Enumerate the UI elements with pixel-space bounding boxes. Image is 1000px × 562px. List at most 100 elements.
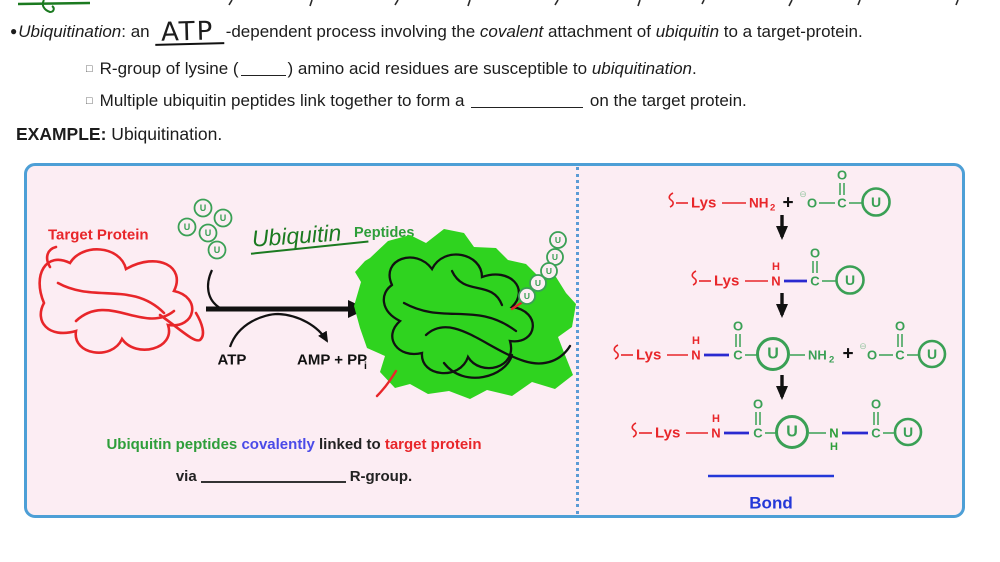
hydrogen-label-green: H	[830, 441, 838, 453]
caption-via: via	[175, 468, 197, 485]
square-bullet-icon: □	[86, 63, 93, 75]
caption-ubiquitin-peptides: Ubiquitin peptides	[106, 436, 238, 453]
peptide-squiggle	[613, 344, 619, 360]
nh2-subscript-green: 2	[829, 355, 834, 366]
lys-label: Lys	[691, 195, 716, 212]
example-line: EXAMPLE: Ubiquitination.	[16, 124, 222, 145]
ubiquitin-u-letter: U	[205, 228, 212, 238]
minus-charge-icon: ⊖	[799, 189, 807, 199]
oxygen-label: O	[753, 397, 763, 412]
chain-u-letter: U	[535, 278, 541, 288]
sub1-post: ) amino acid residues are susceptible to	[287, 59, 592, 78]
bond-label: Bond	[749, 494, 792, 513]
ubiquitin-entry-curve	[206, 269, 221, 309]
green-descender-fragment	[41, 0, 55, 14]
example-label: EXAMPLE:	[16, 124, 107, 144]
lys-label: Lys	[655, 425, 680, 442]
sub2-pre: Multiple ubiquitin peptides link togethe…	[99, 91, 470, 110]
term-ubiquitination: Ubiquitination	[18, 22, 122, 41]
fill-in-blank-rgroup	[200, 466, 346, 483]
peptide-squiggle	[631, 422, 637, 438]
chain-u-letter: U	[552, 252, 558, 262]
text-ubiquitin: ubiquitin	[655, 22, 720, 41]
amp-ppi-label: AMP + PP	[297, 352, 367, 369]
carbon-label: C	[753, 426, 763, 441]
plus-sign: +	[782, 193, 793, 214]
text-after-term: : an	[121, 22, 155, 41]
target-protein-label: Target Protein	[48, 227, 149, 244]
reaction-row-2: Lys N H C O U	[691, 246, 865, 295]
isopeptide-bond-scheme: Lys NH 2 + ⊖ O C O U Lys N H C O U	[613, 168, 947, 513]
carbon-label: C	[810, 274, 820, 289]
ubiquitin-circle-large	[775, 415, 809, 449]
ubiquitin-circle-large	[756, 337, 790, 371]
main-bullet-line: ●Ubiquitination: an ATP-dependent proces…	[10, 16, 863, 47]
ubiquitin-u-letter: U	[845, 272, 855, 288]
handwritten-atp-answer: ATP	[155, 16, 225, 48]
ubiquitin-circle	[861, 187, 891, 217]
chain-u-letter: U	[546, 266, 552, 276]
chain-u-letter: U	[524, 291, 530, 301]
caption-rgroup: R-group.	[349, 468, 413, 485]
carbon-label: C	[837, 196, 847, 211]
atp-label: ATP	[218, 352, 247, 369]
attached-ubiquitin-chain: U U U U U	[518, 231, 567, 305]
oxygen-label: O	[733, 319, 743, 334]
cropped-previous-line-fragments	[17, 0, 959, 14]
fill-in-blank-lysine	[240, 61, 286, 76]
text-seg3: to a target-protein.	[719, 22, 863, 41]
text-seg1: -dependent process involving the	[225, 22, 480, 41]
bullet-icon: ●	[10, 24, 18, 38]
ubiquitin-u-letter: U	[786, 424, 798, 441]
sub1-ubiquitination: ubiquitination	[591, 59, 693, 78]
ubiquitin-u-letter: U	[200, 203, 207, 213]
square-bullet-icon: □	[86, 95, 93, 107]
ubiquitin-circle	[835, 265, 865, 295]
nitrogen-label: N	[711, 426, 720, 441]
oxygen-label: O	[895, 319, 905, 334]
ubiquitin-u-letter: U	[927, 346, 937, 362]
nh-label: NH	[749, 196, 769, 211]
ubiquitinated-protein-scribble	[382, 253, 572, 379]
panel-divider-dotted-line	[576, 167, 579, 514]
text-seg2: attachment of	[543, 22, 656, 41]
caption-linked-to: linked to	[314, 436, 385, 453]
target-protein-scribble	[38, 245, 205, 354]
peptide-squiggle	[668, 192, 674, 208]
black-text-fragments	[228, 0, 959, 7]
reaction-arrow-group	[206, 269, 367, 348]
nitrogen-label-green: N	[829, 426, 838, 441]
carbon-label: C	[871, 426, 881, 441]
example-text: Ubiquitination.	[106, 124, 223, 144]
ubiquitin-u-letter: U	[214, 245, 221, 255]
oxygen-label: O	[807, 196, 817, 211]
caption-line1: Ubiquitin peptides covalently linked to …	[24, 436, 564, 453]
oxygen-label: O	[837, 168, 847, 183]
sub1-end: .	[692, 59, 697, 78]
atp-amp-curve	[228, 312, 329, 348]
oxygen-label: O	[867, 348, 877, 363]
hydrogen-label: H	[772, 261, 780, 273]
text-covalent: covalent	[479, 22, 544, 41]
fill-in-blank-chain	[471, 93, 584, 108]
ubiquitin-u-letter: U	[184, 222, 191, 232]
sub1-pre: R-group of lysine (	[99, 59, 239, 78]
ubiquitination-process-drawing: Target Protein U U U U U Ubiquitin Pepti…	[38, 198, 576, 399]
peptides-label: Peptides	[354, 225, 414, 241]
peptide-squiggle	[691, 270, 697, 286]
reaction-row-3: Lys N H C O U NH 2 + ⊖ O C O U	[613, 319, 947, 371]
reaction-row-4: Lys N H C O U N H C O U	[631, 397, 923, 453]
handwritten-underline	[250, 240, 369, 255]
oxygen-label: O	[810, 246, 820, 261]
carbon-label: C	[733, 348, 743, 363]
ubiquitin-circle	[893, 417, 923, 447]
sub-bullet-lysine: □ R-group of lysine ( ) amino acid residue…	[86, 59, 697, 79]
ubiquitin-u-letter: U	[871, 194, 881, 210]
caption-line2: via R-group.	[24, 466, 564, 485]
nitrogen-label: N	[691, 348, 700, 363]
reaction-row-1: Lys NH 2 + ⊖ O C O U	[668, 168, 891, 217]
lys-label: Lys	[714, 273, 739, 290]
ubiquitin-circle	[917, 339, 947, 369]
chain-u-letter: U	[555, 235, 561, 245]
sub2-post: on the target protein.	[585, 91, 747, 110]
